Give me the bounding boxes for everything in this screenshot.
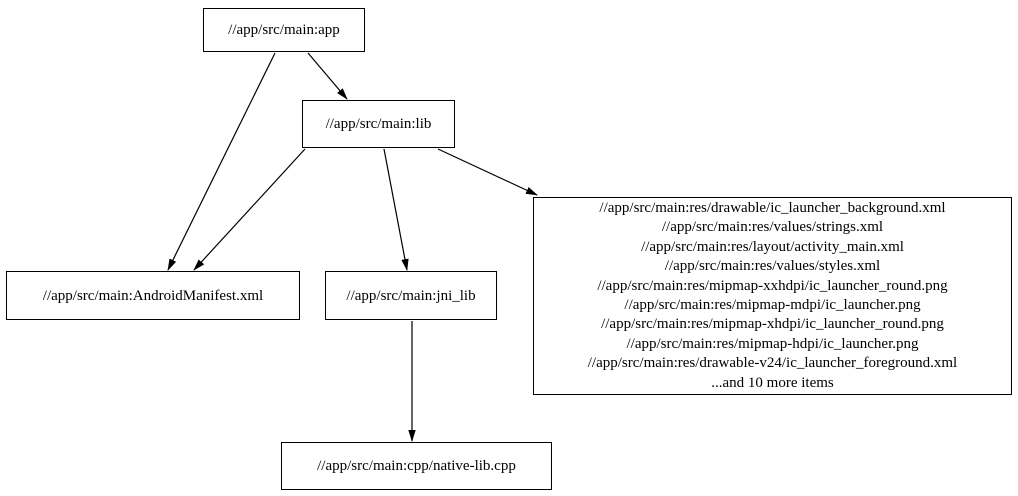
resource-item: //app/src/main:res/values/styles.xml: [664, 258, 881, 275]
resource-item: //app/src/main:res/mipmap-xhdpi/ic_launc…: [601, 316, 944, 333]
node-app: //app/src/main:app: [203, 8, 365, 52]
edge-app-to-manifest: [167, 52, 276, 271]
node-lib-label: //app/src/main:lib: [325, 116, 432, 132]
node-jni-lib: //app/src/main:jni_lib: [325, 271, 497, 320]
node-resources-group: //app/src/main:res/drawable/ic_launcher_…: [533, 197, 1012, 395]
node-native-lib-cpp: //app/src/main:cpp/native-lib.cpp: [281, 442, 552, 490]
edge-lib-to-jni-lib: [383, 148, 409, 271]
resource-item: //app/src/main:res/drawable-v24/ic_launc…: [587, 355, 958, 372]
node-lib: //app/src/main:lib: [302, 100, 455, 148]
resource-item: //app/src/main:res/layout/activity_main.…: [641, 238, 904, 255]
resource-item: //app/src/main:res/mipmap-xxhdpi/ic_laun…: [597, 277, 948, 294]
node-jni-lib-label: //app/src/main:jni_lib: [346, 287, 476, 304]
edge-lib-to-manifest: [193, 148, 306, 271]
resource-item: //app/src/main:res/values/strings.xml: [661, 219, 884, 236]
node-android-manifest-label: //app/src/main:AndroidManifest.xml: [42, 287, 264, 304]
node-android-manifest: //app/src/main:AndroidManifest.xml: [6, 271, 300, 320]
node-app-label: //app/src/main:app: [228, 22, 340, 38]
resource-item: //app/src/main:res/mipmap-hdpi/ic_launch…: [626, 335, 919, 352]
resource-item: //app/src/main:res/mipmap-mdpi/ic_launch…: [624, 297, 921, 313]
edge-app-to-lib: [307, 52, 348, 100]
edge-lib-to-resources: [437, 148, 538, 196]
resource-more-items: ...and 10 more items: [711, 374, 834, 391]
node-native-lib-cpp-label: //app/src/main:cpp/native-lib.cpp: [317, 458, 516, 474]
resource-item: //app/src/main:res/drawable/ic_launcher_…: [599, 199, 946, 216]
